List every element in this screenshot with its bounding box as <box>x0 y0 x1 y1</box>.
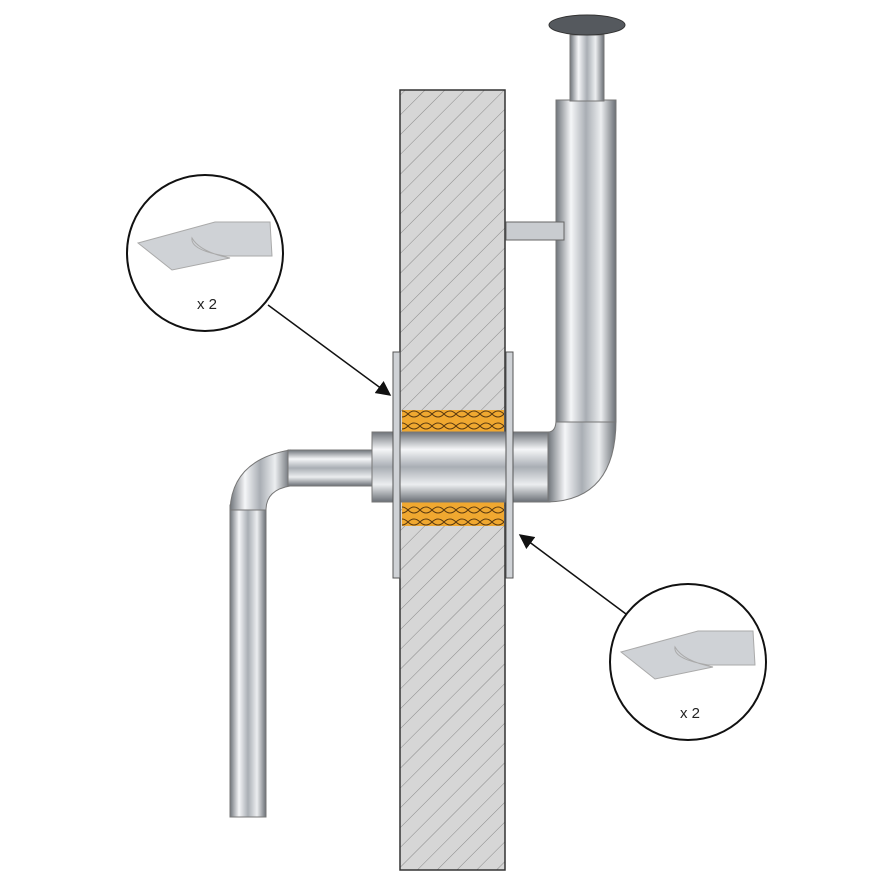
cover-plate-right <box>505 351 514 579</box>
quantity-label: x 2 <box>197 296 217 313</box>
quantity-label: x 2 <box>680 705 700 722</box>
callout-bottom-right: x 2 <box>518 534 767 741</box>
right-pipe <box>505 14 626 503</box>
wall-bracket <box>505 221 565 241</box>
insulation-bottom <box>402 502 504 526</box>
cover-plate-left <box>392 351 401 579</box>
plate-icon <box>619 630 756 680</box>
left-pipe <box>229 449 375 818</box>
chimney-cap-tube <box>569 34 605 102</box>
callout-arrow <box>518 534 627 615</box>
plate-icon <box>136 221 273 271</box>
insulation-top <box>402 410 504 434</box>
chimney-cap-hat <box>548 14 626 36</box>
callout-arrow <box>267 304 392 396</box>
callout-top-left: x 2 <box>126 174 392 396</box>
